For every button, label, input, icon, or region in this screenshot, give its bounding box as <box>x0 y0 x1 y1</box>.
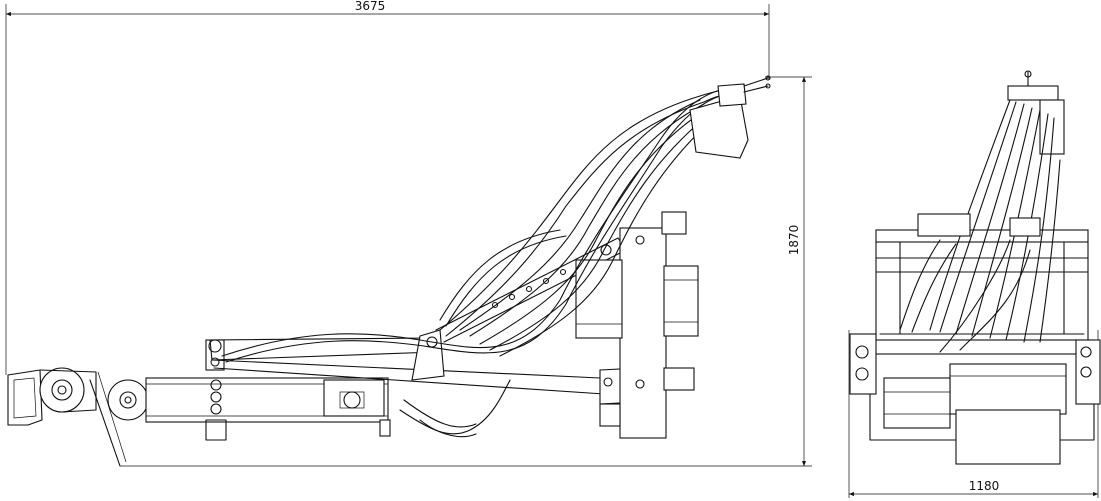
width-dimension-label: 1180 <box>969 479 1000 493</box>
rear-view <box>849 70 1101 465</box>
front-mount-plate <box>575 211 699 439</box>
length-dimension-label: 3675 <box>355 0 386 13</box>
middle-roller <box>107 379 149 421</box>
width-dimension: 1180 <box>848 330 1099 498</box>
hydraulic-hoses <box>221 87 737 438</box>
height-dimension: 1870 <box>120 76 812 467</box>
main-frame-beam <box>145 377 391 437</box>
length-dimension: 3675 <box>5 0 770 375</box>
side-view <box>7 75 771 467</box>
height-dimension-label: 1870 <box>787 225 801 256</box>
left-roller <box>39 367 97 413</box>
hose-connector-block <box>689 75 771 159</box>
